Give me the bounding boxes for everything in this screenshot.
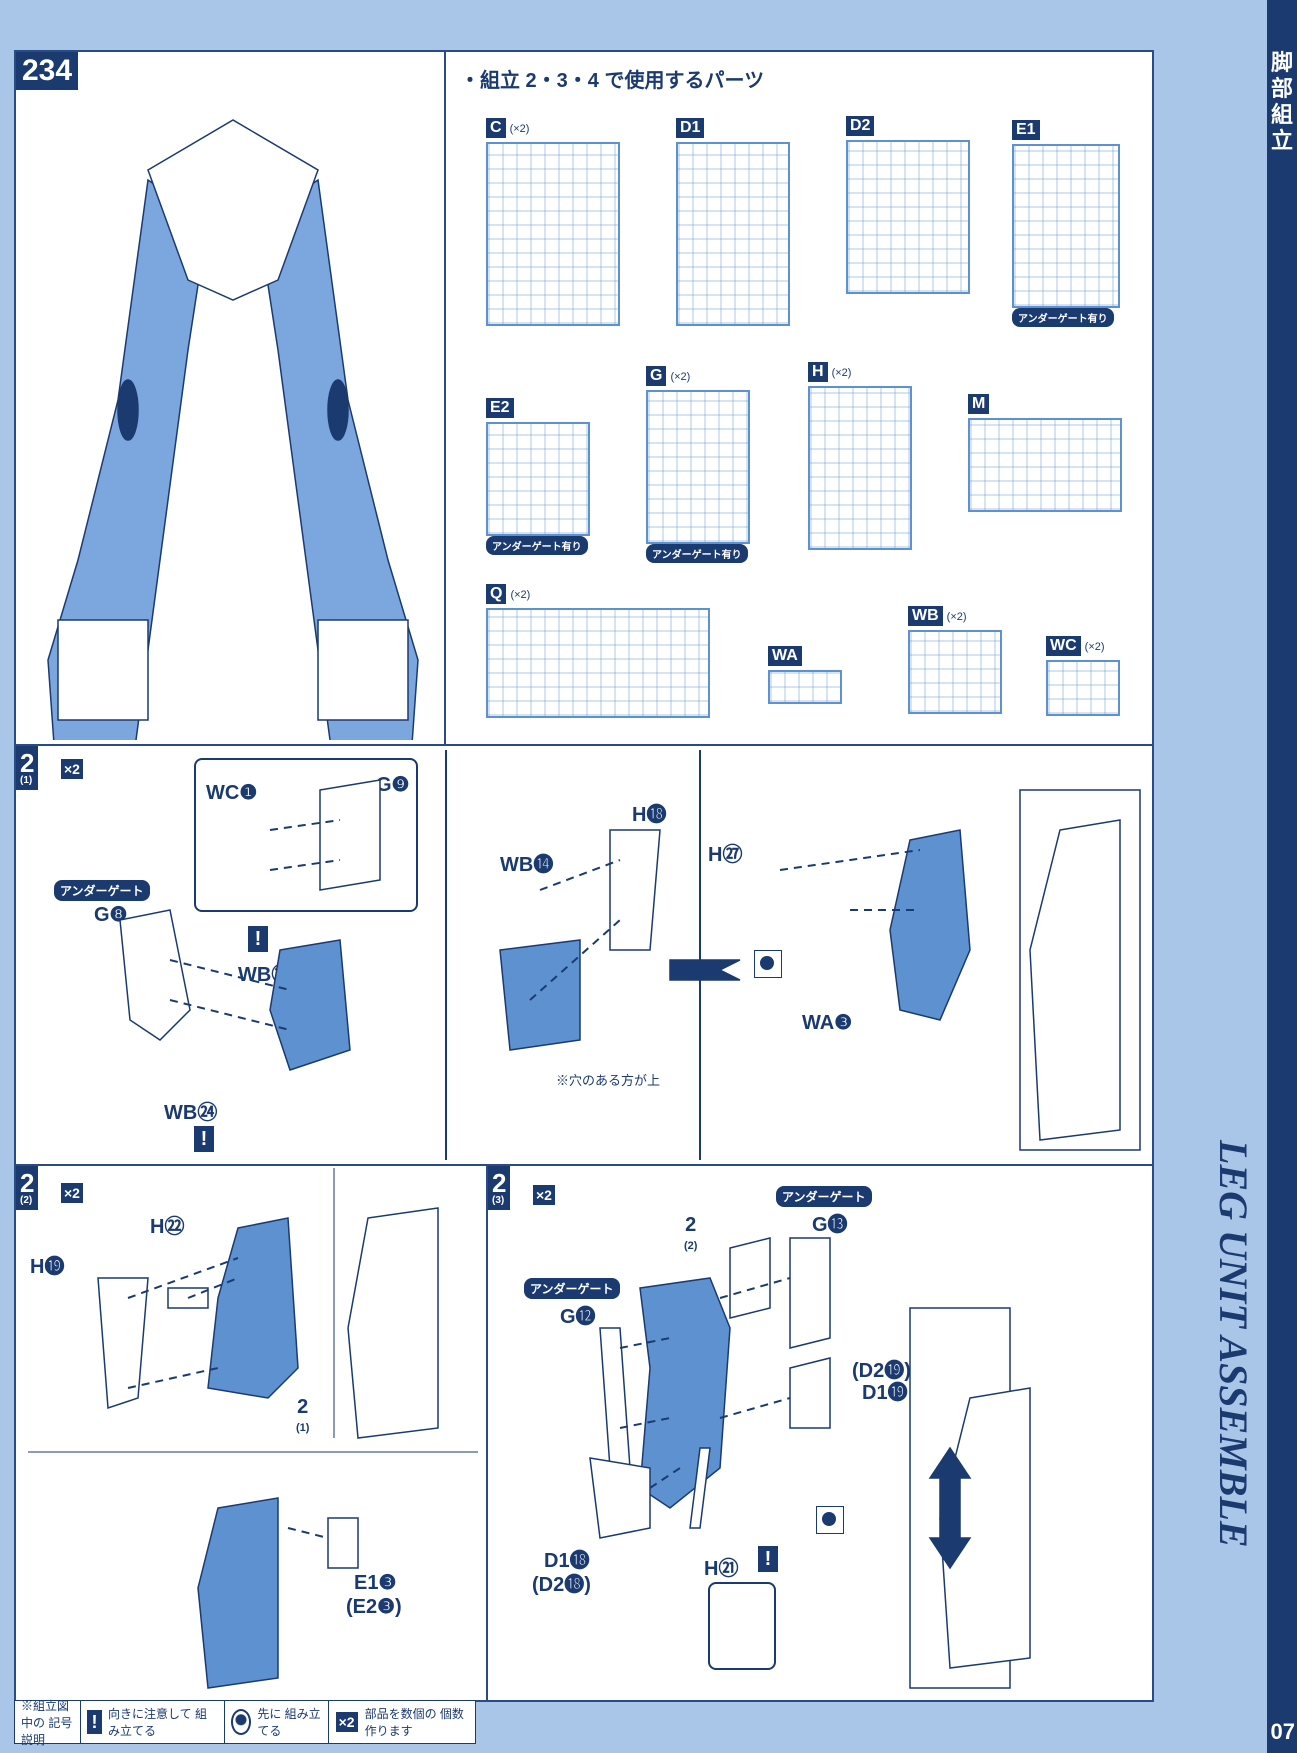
label-d219: (D2⓳) bbox=[852, 1360, 911, 1382]
step-2-1-illustration bbox=[119, 750, 1141, 1160]
runner-d1: D1 bbox=[676, 118, 790, 326]
label-h21: H㉑ bbox=[704, 1558, 739, 1580]
runner-wb: WB(×2) bbox=[908, 606, 1002, 714]
label-wb14: WB⓮ bbox=[500, 854, 554, 876]
multiply-icon: ×2 bbox=[334, 1711, 359, 1733]
page-number: 07 bbox=[1270, 1719, 1295, 1744]
label-h18: H⓲ bbox=[632, 804, 667, 826]
runner-e2: E2 アンダーゲート有り bbox=[486, 398, 590, 555]
multiply-badge: ×2 bbox=[60, 758, 84, 780]
step-number: 2(3) bbox=[488, 1166, 511, 1210]
symbol-legend: ※組立図中の 記号説明 ! 向きに注意して 組み立てる 先に 組み立てる ×2 … bbox=[14, 1699, 476, 1747]
step-2-2-panel: 2(2) ×2 H㉒ H⓳ 2(1) E1❸ (E2❸) bbox=[14, 1164, 488, 1702]
runner-e1: E1 アンダーゲート有り bbox=[1012, 120, 1120, 327]
label-h27: H㉗ bbox=[708, 844, 743, 866]
step-number: 2(1) bbox=[16, 746, 39, 790]
step-numbers: 234 bbox=[16, 52, 79, 90]
multiply-badge: ×2 bbox=[532, 1184, 556, 1206]
parts-panel: ・組立 2・3・4 で使用するパーツ C(×2) D1 D2 E1 アンダーゲー… bbox=[444, 50, 1154, 746]
assemble-first-icon bbox=[231, 1709, 252, 1735]
legend-warning: ! 向きに注意して 組み立てる bbox=[81, 1701, 226, 1743]
label-e23: (E2❸) bbox=[346, 1596, 402, 1618]
warning-icon: ! bbox=[194, 1126, 214, 1152]
label-g9: G❾ bbox=[376, 774, 410, 796]
runner-q: Q(×2) bbox=[486, 584, 710, 718]
section-title-en: LEG UNIT ASSEMBLE bbox=[1211, 1140, 1256, 1548]
step-number: 2(2) bbox=[16, 1166, 39, 1210]
inset-box bbox=[708, 1582, 776, 1670]
label-d218: (D2⓲) bbox=[532, 1574, 591, 1596]
legend-first: 先に 組み立てる bbox=[225, 1701, 329, 1743]
step-2-3-panel: 2(3) ×2 アンダーゲート G⓭ 2(2) アンダーゲート G⓬ (D2⓳)… bbox=[486, 1164, 1154, 1702]
ref-step-2-2: 2(2) bbox=[684, 1214, 698, 1252]
legend-multiply: ×2 部品を数個の 個数作ります bbox=[329, 1701, 475, 1743]
warning-icon: ! bbox=[87, 1710, 103, 1734]
label-d118: D1⓲ bbox=[544, 1550, 590, 1572]
label-wa3: WA❸ bbox=[802, 1012, 853, 1034]
section-title-jp: 脚部組立 bbox=[1270, 50, 1293, 153]
runner-wa: WA bbox=[768, 646, 842, 704]
legs-illustration bbox=[47, 119, 419, 740]
assemble-first-icon bbox=[754, 950, 782, 978]
overview-panel: 234 bbox=[14, 50, 446, 746]
multiply-badge: ×2 bbox=[60, 1182, 84, 1204]
warning-icon: ! bbox=[248, 926, 268, 952]
runner-c: C(×2) bbox=[486, 118, 620, 326]
label-g12: G⓬ bbox=[560, 1306, 596, 1328]
note-hole-up: ※穴のある方が上 bbox=[556, 1073, 661, 1088]
ref-step-2-1: 2(1) bbox=[296, 1396, 310, 1434]
assemble-first-icon bbox=[816, 1506, 844, 1534]
undergate-tag: アンダーゲート bbox=[776, 1186, 872, 1207]
step-2-1-panel: 2(1) ×2 WC❶ G❾ アンダーゲート G❽ ! WB㉔ WB㉔ ! WB… bbox=[14, 744, 1154, 1166]
label-wc1: WC❶ bbox=[206, 782, 258, 804]
runner-g: G(×2) アンダーゲート有り bbox=[646, 366, 750, 563]
undergate-tag: アンダーゲート bbox=[524, 1278, 620, 1299]
step-2-2-illustration bbox=[28, 1168, 478, 1689]
label-g13: G⓭ bbox=[812, 1214, 848, 1236]
parts-title: ・組立 2・3・4 で使用するパーツ bbox=[460, 70, 765, 92]
runner-d2: D2 bbox=[846, 116, 970, 294]
label-d119: D1⓳ bbox=[862, 1382, 908, 1404]
legend-title: ※組立図中の 記号説明 bbox=[15, 1699, 82, 1747]
undergate-tag: アンダーゲート bbox=[54, 880, 150, 901]
runner-h: H(×2) bbox=[808, 362, 912, 550]
label-g8: G❽ bbox=[94, 904, 128, 926]
runner-wc: WC(×2) bbox=[1046, 636, 1120, 716]
warning-icon: ! bbox=[758, 1546, 778, 1572]
inset-box bbox=[194, 758, 418, 912]
label-h19: H⓳ bbox=[30, 1256, 65, 1278]
side-band: 脚部組立 07 bbox=[1267, 0, 1297, 1753]
label-h22: H㉒ bbox=[150, 1216, 185, 1238]
step-2-3-illustration bbox=[589, 1237, 1031, 1689]
label-e13: E1❸ bbox=[354, 1572, 397, 1594]
label-wb24-bottom: WB㉔ bbox=[164, 1102, 218, 1124]
runner-m: M bbox=[968, 394, 1122, 512]
